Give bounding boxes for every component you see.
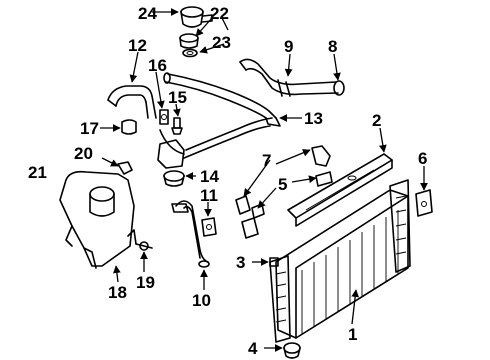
thermostat-housing-part xyxy=(157,139,185,187)
drain-cock-part xyxy=(283,342,301,359)
heater-hose-long-part xyxy=(159,72,281,159)
callout-3: 3 xyxy=(236,253,245,272)
callout-10: 10 xyxy=(192,291,211,310)
heater-hose-small-part xyxy=(107,85,157,119)
hose-clip-part xyxy=(121,119,137,135)
callout-13: 13 xyxy=(304,109,323,128)
callout-18: 18 xyxy=(108,283,127,302)
upper-bracket-part xyxy=(311,145,333,187)
callout-24: 24 xyxy=(138,4,157,23)
callout-12: 12 xyxy=(128,36,147,55)
callout-8: 8 xyxy=(328,37,337,56)
cap-seal-part xyxy=(179,33,199,49)
cap-gasket-part xyxy=(182,48,198,58)
callout-21: 21 xyxy=(28,163,47,182)
side-bracket-part xyxy=(415,189,433,217)
upper-radiator-hose-part xyxy=(239,58,345,97)
callout-23: 23 xyxy=(212,33,231,52)
callout-14: 14 xyxy=(200,167,219,186)
callout-19: 19 xyxy=(136,273,155,292)
lower-radiator-hose-part xyxy=(171,200,210,268)
callout-16: 16 xyxy=(148,56,167,75)
callout-15: 15 xyxy=(168,88,187,107)
radiator-cap-part xyxy=(180,6,213,28)
coolant-reservoir-part xyxy=(59,170,137,269)
upper-mounting-rail-part xyxy=(287,153,393,227)
callout-11: 11 xyxy=(200,186,218,205)
callout-17: 17 xyxy=(80,119,99,138)
callout-22: 22 xyxy=(210,4,229,23)
callout-9: 9 xyxy=(284,37,293,56)
radiator-plug-part xyxy=(269,257,279,267)
level-sensor-part xyxy=(117,161,133,175)
callout-1: 1 xyxy=(348,325,357,344)
lower-hose-clamp-part xyxy=(201,217,217,237)
radiator-core-part xyxy=(269,179,411,343)
callout-4: 4 xyxy=(248,339,258,358)
reservoir-fastener-part xyxy=(135,241,153,251)
bolt-part xyxy=(171,117,183,135)
callout-2: 2 xyxy=(372,111,381,130)
callout-labels: 24 22 23 12 16 15 9 8 13 17 14 20 21 11 … xyxy=(28,4,427,358)
leader-lines xyxy=(100,8,428,352)
callout-5: 5 xyxy=(278,175,287,194)
callout-20: 20 xyxy=(74,144,93,163)
callout-7: 7 xyxy=(262,151,271,170)
lower-bracket-part xyxy=(235,195,265,239)
callout-6: 6 xyxy=(418,149,427,168)
hose-clamp-part xyxy=(159,109,169,125)
